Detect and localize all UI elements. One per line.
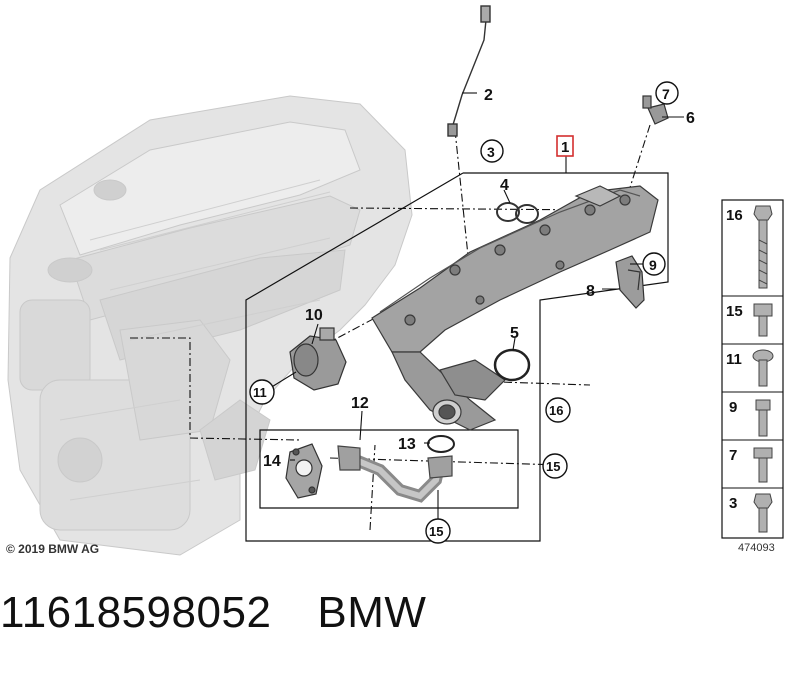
- gasket-part-14: [285, 443, 323, 499]
- fastener-panel: 16 15 11 9 7 3: [721, 199, 784, 539]
- intake-manifold: [371, 185, 659, 431]
- egr-pipe-subframe: [259, 429, 519, 509]
- caption: 11618598052 BMW: [0, 588, 800, 638]
- callout-2: 2: [484, 87, 493, 104]
- callout-1: 1: [561, 139, 569, 156]
- callout-16-circle: [545, 397, 571, 423]
- bolt-16-icon: [753, 205, 773, 289]
- callout-15-circle-a: [542, 453, 568, 479]
- bracket-part-8: [615, 255, 645, 309]
- callout-15a: 15: [546, 459, 560, 474]
- bolt-15-icon: [753, 303, 773, 337]
- callout-11: 11: [253, 385, 267, 400]
- callout-6: 6: [686, 110, 695, 127]
- diagram-number: 474093: [738, 542, 775, 554]
- callout-14: 14: [263, 453, 281, 470]
- callout-5: 5: [510, 325, 519, 342]
- callout-7: 7: [662, 86, 670, 102]
- fastener-label-3: 3: [729, 495, 737, 512]
- bolt-7-icon: [753, 447, 773, 483]
- assembly-frame: [245, 172, 669, 542]
- callout-10: 10: [305, 307, 323, 324]
- fastener-label-16: 16: [726, 207, 743, 224]
- callout-15-circle-b: [425, 518, 451, 544]
- callout-9: 9: [649, 257, 657, 273]
- copyright-notice: © 2019 BMW AG: [6, 542, 100, 556]
- callout-16: 16: [549, 403, 563, 418]
- o-ring-part-13: [427, 435, 455, 453]
- callout-11-circle: [249, 379, 275, 405]
- egr-pipe-part-12: [337, 445, 453, 503]
- o-ring-part-5: [493, 348, 531, 382]
- callout-7-circle: [655, 81, 679, 105]
- bolt-11-icon: [752, 349, 774, 387]
- sensor-part-6: [642, 95, 669, 125]
- fastener-label-9: 9: [729, 399, 737, 416]
- sensor-part-2: [447, 5, 491, 137]
- gasket-part-4: [496, 202, 539, 224]
- leader-lines: [269, 92, 684, 521]
- fastener-label-11: 11: [726, 351, 742, 368]
- bolt-3-icon: [753, 493, 773, 533]
- fastener-label-7: 7: [729, 447, 737, 464]
- brand-name: BMW: [317, 588, 427, 637]
- callout-13: 13: [398, 436, 416, 453]
- callout-8: 8: [586, 283, 595, 300]
- fastener-label-15: 15: [726, 303, 743, 320]
- part-number: 11618598052: [0, 588, 272, 637]
- bolt-9-icon: [755, 399, 771, 437]
- callout-4: 4: [500, 177, 509, 194]
- callout-9-circle: [642, 252, 666, 276]
- callout-15b: 15: [429, 524, 443, 539]
- callout-1-highlight: [556, 135, 574, 157]
- engine-block-illustration: [7, 95, 413, 556]
- callouts: 2 3 1 4 7 6 9 8 5 10 11 16 12 13 14 15 1…: [249, 81, 695, 544]
- callout-3: 3: [487, 144, 495, 160]
- callout-12: 12: [351, 395, 369, 412]
- callout-3-circle: [480, 139, 504, 163]
